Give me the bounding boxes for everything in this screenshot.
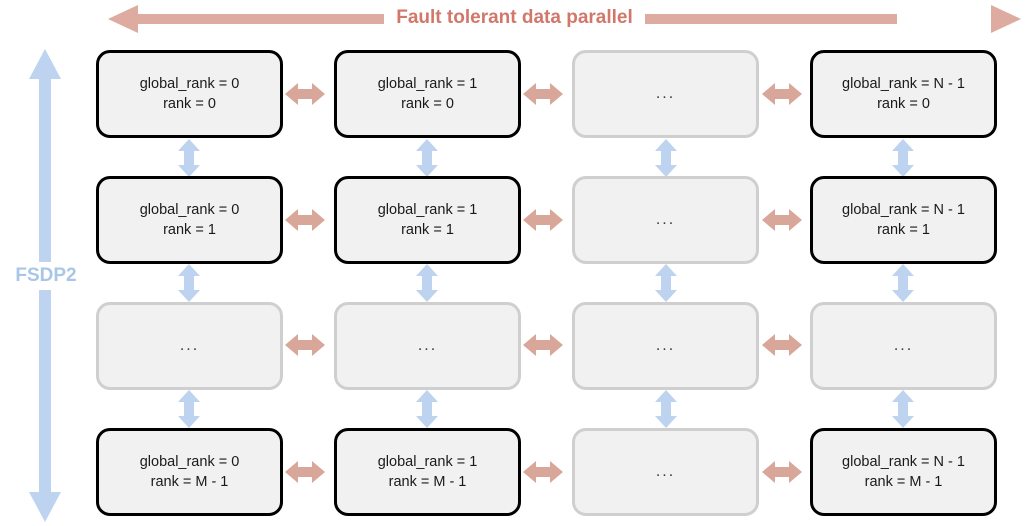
fault-tolerant-data-parallel-axis: Fault tolerant data parallel xyxy=(0,0,1029,45)
node-box-placeholder[interactable]: ... xyxy=(572,428,759,516)
horizontal-double-arrow-icon xyxy=(523,461,563,483)
node-box[interactable]: global_rank = 1 rank = 1 xyxy=(334,176,521,264)
node-rank: rank = 1 xyxy=(401,222,454,238)
ellipsis-label: ... xyxy=(893,337,914,354)
horizontal-double-arrow-icon xyxy=(762,334,802,356)
node-box[interactable]: global_rank = 0 rank = M - 1 xyxy=(96,428,283,516)
node-box[interactable]: global_rank = N - 1 rank = 0 xyxy=(810,50,997,138)
node-rank: rank = 0 xyxy=(401,96,454,112)
vertical-double-arrow-icon xyxy=(416,264,438,302)
vertical-double-arrow-icon xyxy=(655,139,677,177)
node-rank: rank = 1 xyxy=(163,222,216,238)
node-global-rank: global_rank = 1 xyxy=(377,76,478,92)
node-global-rank: global_rank = N - 1 xyxy=(842,454,965,470)
node-global-rank: global_rank = 1 xyxy=(377,202,478,218)
vertical-double-arrow-icon xyxy=(892,139,914,177)
fsdp2-axis xyxy=(20,45,80,526)
node-global-rank: global_rank = 0 xyxy=(139,454,240,470)
horizontal-double-arrow-icon xyxy=(285,461,325,483)
node-global-rank: global_rank = 0 xyxy=(139,76,240,92)
double-headed-vertical-arrow-icon xyxy=(29,49,61,522)
horizontal-double-arrow-icon xyxy=(523,83,563,105)
ellipsis-label: ... xyxy=(655,337,676,354)
node-box[interactable]: global_rank = 0 rank = 0 xyxy=(96,50,283,138)
node-box-placeholder[interactable]: ... xyxy=(96,302,283,390)
vertical-double-arrow-icon xyxy=(892,264,914,302)
node-box[interactable]: global_rank = 0 rank = 1 xyxy=(96,176,283,264)
node-global-rank: global_rank = 1 xyxy=(377,454,478,470)
vertical-double-arrow-icon xyxy=(416,139,438,177)
horizontal-double-arrow-icon xyxy=(285,334,325,356)
node-box-placeholder[interactable]: ... xyxy=(572,302,759,390)
vertical-double-arrow-icon xyxy=(655,264,677,302)
ellipsis-label: ... xyxy=(655,211,676,228)
vertical-double-arrow-icon xyxy=(416,390,438,428)
node-box[interactable]: global_rank = 1 rank = M - 1 xyxy=(334,428,521,516)
horizontal-double-arrow-icon xyxy=(762,83,802,105)
horizontal-double-arrow-icon xyxy=(762,209,802,231)
node-rank: rank = 1 xyxy=(877,222,930,238)
node-box[interactable]: global_rank = 1 rank = 0 xyxy=(334,50,521,138)
node-rank: rank = M - 1 xyxy=(388,474,467,490)
ellipsis-label: ... xyxy=(179,337,200,354)
node-box-placeholder[interactable]: ... xyxy=(810,302,997,390)
node-box[interactable]: global_rank = N - 1 rank = M - 1 xyxy=(810,428,997,516)
node-box-placeholder[interactable]: ... xyxy=(572,176,759,264)
node-box-placeholder[interactable]: ... xyxy=(572,50,759,138)
node-global-rank: global_rank = N - 1 xyxy=(842,202,965,218)
vertical-double-arrow-icon xyxy=(178,390,200,428)
ellipsis-label: ... xyxy=(655,463,676,480)
ellipsis-label: ... xyxy=(655,85,676,102)
horizontal-double-arrow-icon xyxy=(523,334,563,356)
node-rank: rank = 0 xyxy=(163,96,216,112)
horizontal-double-arrow-icon xyxy=(762,461,802,483)
horizontal-double-arrow-icon xyxy=(285,209,325,231)
ellipsis-label: ... xyxy=(417,337,438,354)
node-rank: rank = M - 1 xyxy=(864,474,943,490)
vertical-double-arrow-icon xyxy=(655,390,677,428)
node-box-placeholder[interactable]: ... xyxy=(334,302,521,390)
node-rank: rank = M - 1 xyxy=(150,474,229,490)
node-global-rank: global_rank = 0 xyxy=(139,202,240,218)
node-rank: rank = 0 xyxy=(877,96,930,112)
horizontal-double-arrow-icon xyxy=(285,83,325,105)
vertical-double-arrow-icon xyxy=(892,390,914,428)
vertical-double-arrow-icon xyxy=(178,139,200,177)
vertical-double-arrow-icon xyxy=(178,264,200,302)
double-headed-horizontal-arrow-icon xyxy=(108,5,1021,33)
node-global-rank: global_rank = N - 1 xyxy=(842,76,965,92)
node-box[interactable]: global_rank = N - 1 rank = 1 xyxy=(810,176,997,264)
horizontal-double-arrow-icon xyxy=(523,209,563,231)
